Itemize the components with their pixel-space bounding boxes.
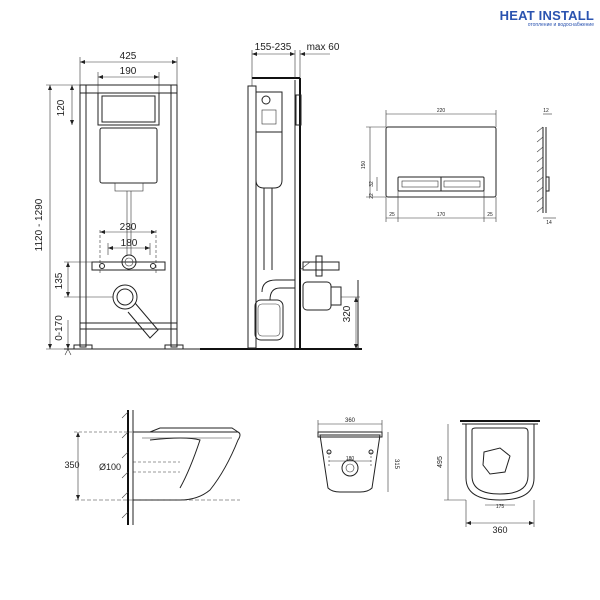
brand-logo: HEAT INSTALL отопление и водоснабжение xyxy=(500,8,594,28)
dim-top-offset: 120 xyxy=(56,99,67,116)
bowl-rear-view: 360 180 315 xyxy=(317,418,399,493)
dim-rear-width: 360 xyxy=(345,418,356,424)
frame-side-dimensions: 155-235 max 60 320 xyxy=(251,42,360,349)
dim-stud-outer: 230 xyxy=(120,222,137,233)
dim-rear-stud: 180 xyxy=(346,456,355,462)
frame-front-view xyxy=(73,84,184,350)
dim-plate-button-height: 32 xyxy=(369,181,375,187)
dim-outlet-height: 135 xyxy=(54,272,65,289)
dim-top-seat: 175 xyxy=(496,504,505,510)
dim-plate-bottom-offset: 22 xyxy=(369,193,375,199)
bowl-top-view: 175 360 495 xyxy=(437,420,540,535)
dim-foot-range: 0-170 xyxy=(54,315,65,341)
dim-bowl-outlet: Ø100 xyxy=(99,462,121,472)
dim-height-range: 1120 - 1290 xyxy=(34,198,45,251)
dim-plate-thickness: 12 xyxy=(543,108,549,114)
dim-plate-depth: 14 xyxy=(546,220,552,226)
brand-name: HEAT INSTALL xyxy=(499,8,594,23)
dim-plate-margin-right: 25 xyxy=(487,212,493,218)
dim-rear-height: 315 xyxy=(393,459,399,470)
bowl-side-view: 350 Ø100 xyxy=(64,410,241,525)
dim-plate-height: 150 xyxy=(361,161,367,170)
dim-top-length: 495 xyxy=(437,456,444,468)
dim-side-outlet: 320 xyxy=(342,305,353,322)
dim-frame-width: 425 xyxy=(120,51,137,62)
brand-tagline: отопление и водоснабжение xyxy=(527,22,594,28)
frame-side-view xyxy=(200,77,362,350)
dim-side-max-wall: max 60 xyxy=(307,42,340,53)
dim-stud-inner: 180 xyxy=(121,238,138,249)
flush-plate-front: 220 150 32 22 25 170 25 xyxy=(361,108,497,222)
dim-plate-width: 220 xyxy=(437,108,446,114)
dim-plate-center: 170 xyxy=(437,212,446,218)
dim-side-depth: 155-235 xyxy=(255,42,292,53)
dim-bowl-height: 350 xyxy=(64,460,79,470)
dim-plate-margin-left: 25 xyxy=(389,212,395,218)
dim-top-width: 360 xyxy=(492,525,507,535)
flush-plate-side: 12 14 xyxy=(536,108,556,226)
frame-front-dimensions: 425 190 120 1120 - 1290 230 180 135 xyxy=(34,51,200,356)
dim-panel-width: 190 xyxy=(120,66,137,77)
